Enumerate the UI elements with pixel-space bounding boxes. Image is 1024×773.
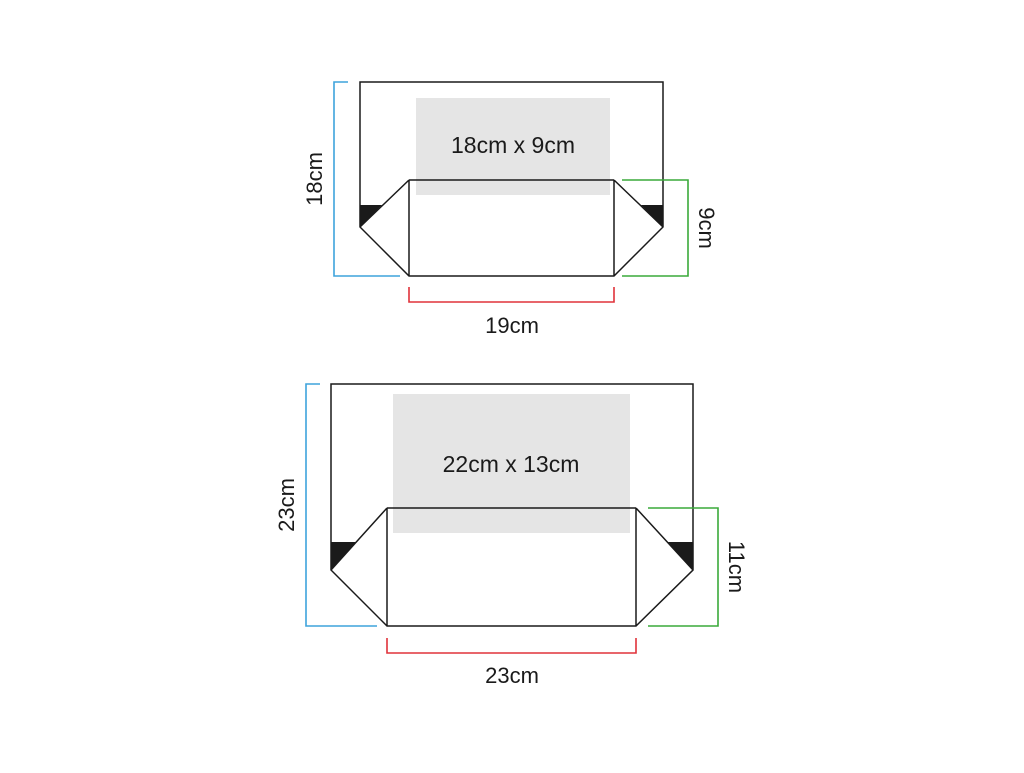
print-area-small bbox=[416, 98, 610, 195]
print-area-label-small: 18cm x 9cm bbox=[451, 132, 575, 158]
bag-small: 18cm x 9cm 18cm 9cm 19cm bbox=[302, 81, 719, 338]
height-label-small: 18cm bbox=[302, 152, 327, 206]
height-dimension-line-large bbox=[305, 383, 377, 627]
bag-outline-small bbox=[359, 81, 664, 277]
corner-right-small bbox=[641, 205, 663, 227]
gusset-dimension-line-small bbox=[622, 179, 689, 277]
height-label-large: 23cm bbox=[274, 478, 299, 532]
width-label-small: 19cm bbox=[485, 313, 539, 338]
bag-outline-large bbox=[330, 383, 694, 627]
corner-left-large bbox=[331, 542, 356, 570]
height-dimension-line-small bbox=[333, 81, 400, 277]
gusset-label-small: 9cm bbox=[694, 207, 719, 249]
width-label-large: 23cm bbox=[485, 663, 539, 688]
gusset-dimension-line-large bbox=[648, 507, 719, 627]
width-dimension-line-small bbox=[408, 287, 615, 303]
gusset-label-large: 11cm bbox=[724, 541, 749, 593]
print-area-large bbox=[393, 394, 630, 533]
print-area-label-large: 22cm x 13cm bbox=[443, 451, 580, 477]
corner-left-small bbox=[360, 205, 382, 227]
width-dimension-line-large bbox=[386, 638, 637, 654]
bag-large: 22cm x 13cm 23cm 11cm 23cm bbox=[274, 383, 749, 688]
corner-right-large bbox=[668, 542, 693, 570]
